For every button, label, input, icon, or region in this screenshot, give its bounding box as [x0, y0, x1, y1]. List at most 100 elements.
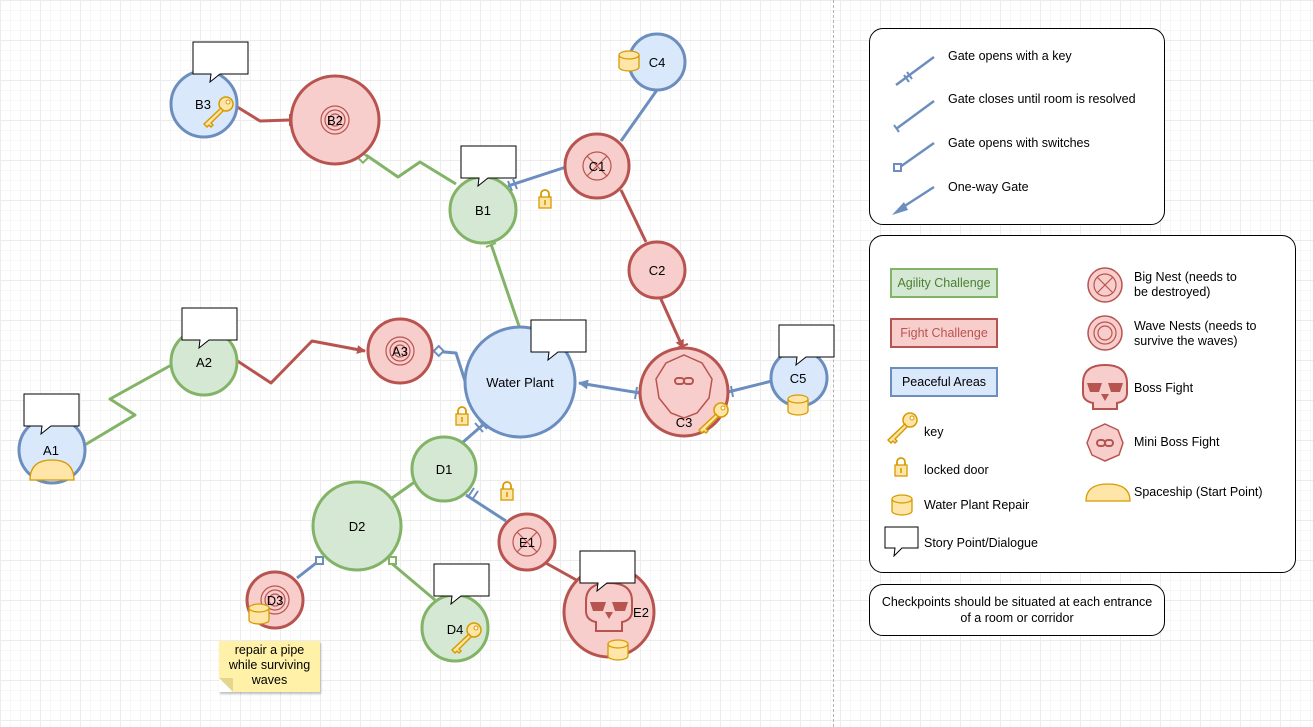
gate-waterplant-d1 [474, 422, 484, 433]
corridor-e1-e2 [543, 560, 581, 584]
peaceful-legend-box: Peaceful Areas [890, 367, 998, 397]
legend-panel: Agility Challenge Fight Challenge Peacef… [869, 235, 1296, 573]
label-water-plant: Water Plant [486, 375, 554, 390]
gate-d1-e1-2 [471, 490, 479, 501]
checkpoint-note-line-2: of a room or corridor [960, 611, 1074, 625]
connections [82, 89, 773, 602]
label-b2: B2 [327, 113, 343, 128]
spaceship-icon [1085, 483, 1131, 502]
lock-b1-c1 [538, 189, 552, 209]
closing-gate-icon [895, 99, 935, 131]
corridor-c3-waterplant [578, 379, 641, 395]
label-a1: A1 [43, 443, 59, 458]
label-e1: E1 [519, 535, 535, 550]
speech-bubble-icon [884, 526, 919, 558]
switch-gate-label: Gate opens with switches [948, 136, 1090, 150]
fight-legend-box: Fight Challenge [890, 318, 998, 348]
corridor-b2-b3 [233, 103, 291, 123]
gate-markers [289, 114, 734, 565]
water-plant-repair-label: Water Plant Repair [924, 498, 1030, 512]
spaceship-a1 [29, 459, 75, 481]
room-water-plant [463, 325, 577, 439]
story-points [23, 41, 835, 605]
gate-d1-e1 [467, 487, 475, 498]
agility-legend-box: Agility Challenge [890, 268, 998, 298]
key-icon [887, 412, 918, 444]
corridor-d1-d2 [391, 479, 417, 500]
note-line-3: waves [251, 673, 288, 687]
label-b3: B3 [195, 97, 211, 112]
mini-boss-label: Mini Boss Fight [1134, 435, 1220, 449]
note-fold [219, 678, 233, 692]
repair-c5 [787, 394, 809, 416]
corridor-b1-b2 [365, 153, 457, 186]
corridor-c1-c4 [619, 89, 659, 142]
label-b1: B1 [475, 203, 491, 218]
mini-boss-icon [1086, 423, 1124, 462]
corridor-c5-c3 [727, 379, 773, 394]
gate-c3-waterplant [634, 386, 638, 400]
label-d1: D1 [436, 462, 453, 477]
room-labels: Water Plant A1 A2 A3 B1 B2 B3 C1 C2 C3 C… [43, 55, 806, 637]
corridor-c2-c3 [658, 296, 685, 349]
label-a2: A2 [196, 355, 212, 370]
big-nest-label-line-2: be destroyed) [1134, 285, 1211, 299]
corridor-waterplant-d1 [461, 421, 486, 445]
big-nest-label: Big Nest (needs to be destroyed) [1134, 270, 1237, 300]
one-way-icon [899, 185, 935, 211]
boss-skull-icon [1082, 363, 1128, 410]
room-d2 [311, 480, 403, 572]
gate-legend-panel: Gate opens with a key Gate closes until … [869, 28, 1165, 225]
wave-nest-b2 [320, 105, 350, 135]
wave-nests-label: Wave Nests (needs to survive the waves) [1134, 319, 1257, 349]
gate-b1-c1-2 [512, 178, 518, 190]
label-d3: D3 [267, 593, 284, 608]
label-e2: E2 [633, 605, 649, 620]
big-nest-icon [1087, 267, 1123, 303]
switch-d2-d4 [388, 556, 397, 565]
gate-b1-waterplant [485, 242, 497, 248]
room-symbols [260, 105, 713, 632]
corridor-b1-c1 [507, 165, 567, 188]
locked-door-label: locked door [924, 463, 989, 477]
one-way-label: One-way Gate [948, 180, 1029, 194]
label-d2: D2 [349, 519, 366, 534]
label-a3: A3 [392, 344, 408, 359]
corridor-waterplant-b1 [489, 243, 521, 327]
wave-nest-a3 [385, 336, 415, 366]
closing-gate-label: Gate closes until room is resolved [948, 92, 1136, 106]
label-c4: C4 [649, 55, 666, 70]
gate-c5-c3 [730, 385, 734, 398]
label-d4: D4 [447, 622, 464, 637]
switch-d2-d3 [315, 556, 324, 565]
big-nest-c1 [582, 151, 612, 181]
key-label: key [924, 425, 944, 439]
wave-nest-d3 [260, 585, 290, 615]
corridor-a2-a3 [235, 339, 366, 385]
wave-nests-label-line-1: Wave Nests (needs to [1134, 319, 1257, 333]
wave-nest-icon [1087, 315, 1123, 351]
repair-d3 [248, 603, 270, 625]
corridor-d2-d4 [389, 560, 436, 602]
boss-fight-label: Boss Fight [1134, 381, 1194, 395]
lock-icon [894, 457, 908, 477]
lock-waterplant-d1 [455, 406, 469, 426]
big-nest-label-line-1: Big Nest (needs to [1134, 270, 1237, 284]
barrel-icon [891, 494, 913, 516]
corridor-a1-a2 [82, 361, 176, 448]
page-divider [833, 0, 834, 727]
lock-d1-e1 [500, 481, 514, 501]
key-gate-label: Gate opens with a key [948, 49, 1072, 63]
key-gate-icon [895, 55, 935, 87]
label-c2: C2 [649, 263, 666, 278]
room-b2 [289, 74, 381, 166]
label-c5: C5 [790, 371, 807, 386]
wave-nests-label-line-2: survive the waves) [1134, 334, 1238, 348]
mini-boss-c3 [655, 354, 713, 419]
gate-legend-icons [892, 55, 935, 215]
corridor-c1-c2 [619, 189, 648, 243]
room-c2 [627, 240, 687, 300]
switch-a3 [432, 344, 446, 358]
note-line-2: while surviving [228, 658, 311, 672]
